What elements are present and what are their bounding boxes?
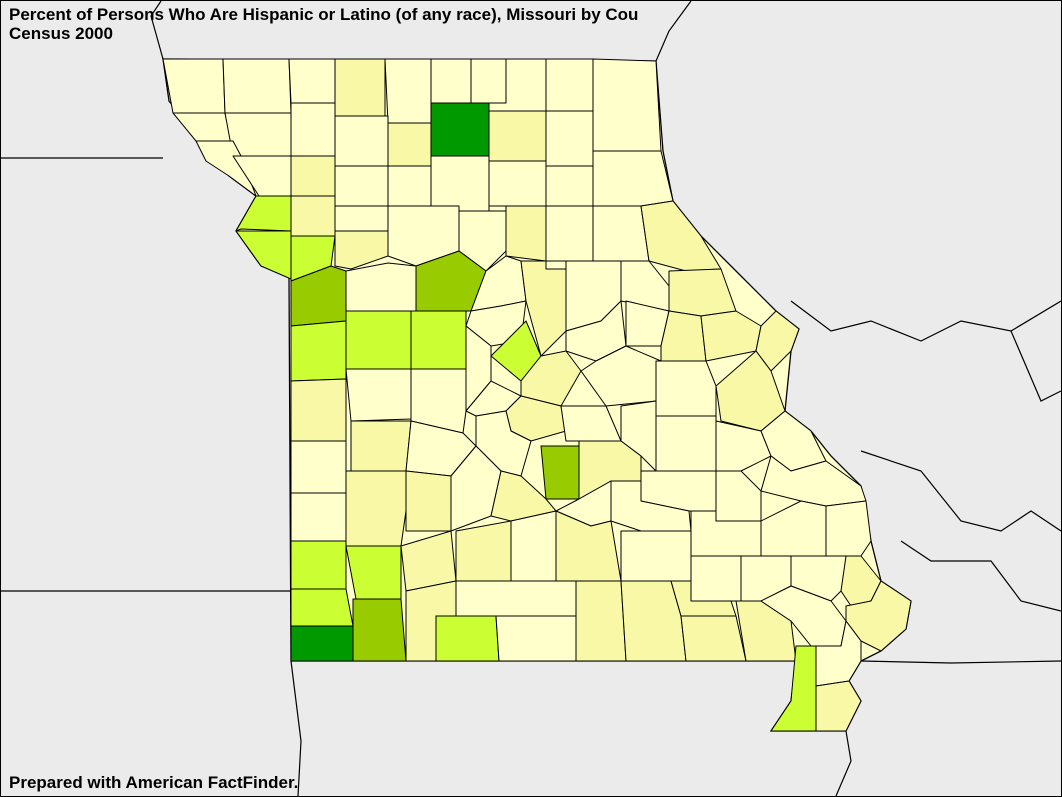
county	[510, 510, 557, 582]
county	[770, 645, 817, 732]
county	[505, 205, 547, 262]
county	[334, 230, 389, 270]
county	[488, 160, 547, 207]
county	[690, 555, 742, 602]
county	[290, 440, 347, 494]
county	[387, 165, 432, 207]
map-credit: Prepared with American FactFinder.	[9, 773, 299, 792]
county	[715, 420, 772, 472]
county	[387, 122, 432, 167]
county	[345, 368, 412, 422]
county	[592, 205, 650, 262]
county	[495, 615, 577, 662]
county	[334, 165, 389, 207]
county	[345, 262, 417, 312]
county	[655, 415, 717, 472]
county	[435, 615, 500, 662]
county	[620, 400, 657, 472]
county	[235, 195, 292, 232]
county	[455, 580, 577, 617]
county	[290, 320, 347, 382]
county	[555, 510, 622, 582]
county	[825, 500, 872, 557]
map-title: Percent of Persons Who Are Hispanic or L…	[9, 5, 639, 24]
county	[592, 58, 662, 152]
county	[610, 480, 692, 532]
county	[545, 165, 594, 207]
county	[680, 615, 747, 662]
county	[290, 378, 347, 442]
county	[545, 58, 594, 112]
county	[345, 545, 402, 600]
county	[620, 530, 692, 582]
county	[655, 360, 717, 417]
county	[545, 110, 594, 167]
county	[592, 150, 674, 207]
county	[290, 625, 354, 662]
county	[345, 310, 412, 370]
county	[640, 200, 722, 272]
county	[384, 58, 432, 124]
county	[815, 680, 862, 732]
county	[455, 520, 512, 582]
county	[575, 580, 627, 662]
county	[660, 310, 707, 362]
county	[334, 205, 389, 232]
county	[488, 110, 547, 162]
county	[458, 210, 507, 272]
counties	[162, 58, 912, 732]
county	[430, 58, 472, 104]
county	[162, 58, 226, 114]
county	[290, 492, 347, 542]
county	[290, 155, 336, 197]
county	[430, 155, 490, 212]
county	[172, 112, 232, 142]
map-subtitle: Census 2000	[9, 24, 113, 43]
county	[735, 600, 797, 662]
county	[288, 58, 336, 104]
county	[290, 588, 354, 627]
county	[405, 470, 452, 532]
county	[334, 58, 386, 117]
county	[290, 540, 347, 590]
county	[290, 195, 336, 237]
county	[430, 102, 490, 157]
county	[540, 445, 580, 500]
county	[470, 58, 507, 104]
county	[334, 115, 389, 167]
county	[410, 368, 467, 434]
county	[345, 470, 407, 547]
county	[545, 205, 594, 262]
county	[410, 310, 467, 370]
county	[222, 58, 292, 114]
county	[352, 598, 407, 662]
county	[235, 230, 292, 280]
county	[350, 420, 412, 472]
county	[290, 102, 336, 157]
